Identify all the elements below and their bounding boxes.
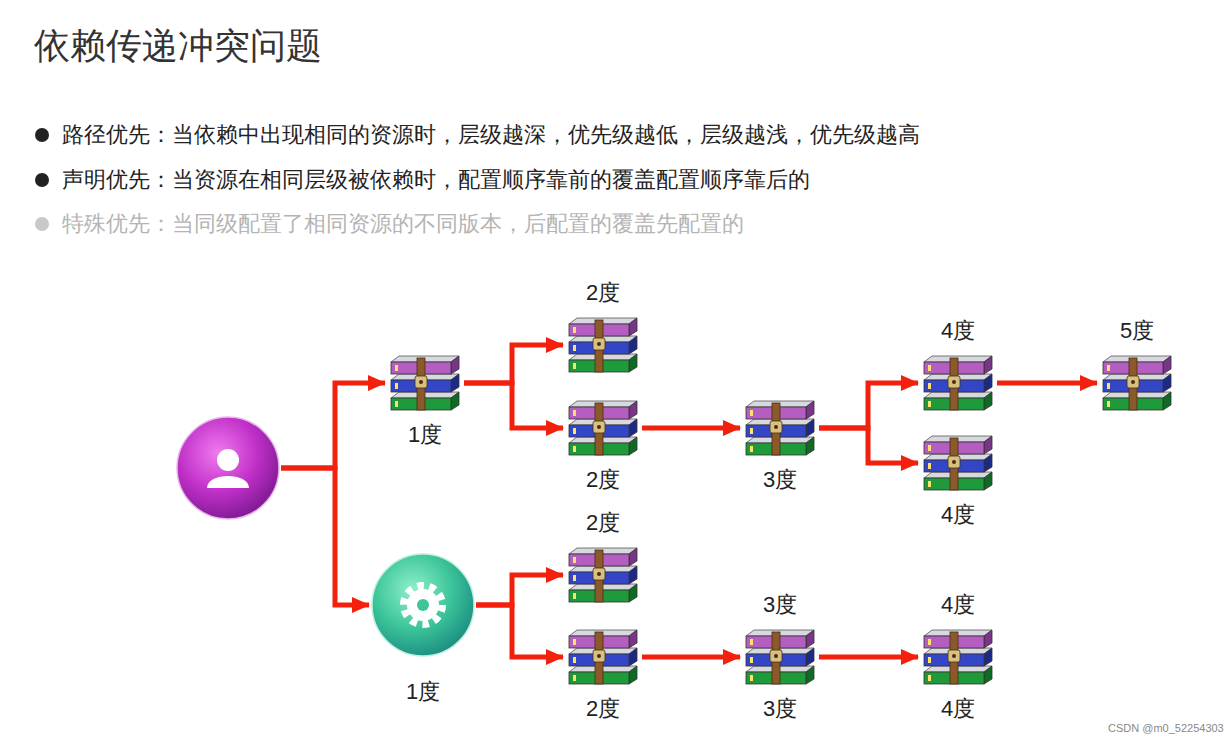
node-icon [1099,352,1175,414]
jar-package: 1度 [387,352,463,414]
jar-package: 2度 [565,314,641,376]
node-icon [565,314,641,376]
bullet-text: 声明优先：当资源在相同层级被依赖时，配置顺序靠前的覆盖配置顺序靠后的 [62,165,810,195]
degree-label: 3度 [763,592,797,617]
degree-label: 4度 [941,318,975,343]
bullet-text: 特殊优先：当同级配置了相同资源的不同版本，后配置的覆盖先配置的 [62,209,744,239]
bullet-dot [35,128,49,142]
degree-label: 1度 [408,422,442,447]
node-icon [742,397,818,459]
dependency-arrow [819,383,918,428]
degree-label: 4度 [941,502,975,527]
jar-package: 4度4度 [920,626,996,688]
node-icon [920,432,996,494]
dependency-arrow [464,383,563,428]
slide-title: 依赖传递冲突问题 [34,22,322,71]
degree-label: 4度 [941,592,975,617]
degree-label: 3度 [763,467,797,492]
jar-package: 2度 [565,626,641,688]
dependency-arrow [476,605,563,657]
dependency-arrow [997,381,1097,386]
dependency-arrow [819,428,918,463]
node-icon [387,352,463,414]
node-icon [565,544,641,606]
watermark: CSDN @m0_52254303 [1108,722,1224,734]
bullet-dot [35,217,49,231]
jar-package: 2度 [565,544,641,606]
dependency-arrow [281,468,369,605]
degree-label: 5度 [1120,318,1154,343]
node-icon [742,626,818,688]
jar-package: 4度 [920,432,996,494]
dependency-arrow [281,383,385,468]
node-icon [176,416,280,520]
project-circle: 1度 [371,553,475,657]
jar-package: 4度 [920,352,996,414]
degree-label: 2度 [586,467,620,492]
degree-label: 3度 [763,696,797,721]
dependency-arrow [464,345,563,383]
jar-package: 3度3度 [742,626,818,688]
dependency-arrow [642,655,740,660]
dependency-arrow [476,575,563,605]
degree-label: 2度 [586,280,620,305]
bullet-dot [35,173,49,187]
node-icon [920,626,996,688]
degree-label: 4度 [941,696,975,721]
user-circle [176,416,280,520]
node-icon [565,397,641,459]
node-icon [565,626,641,688]
node-icon [920,352,996,414]
dependency-arrow [819,655,918,660]
jar-package: 3度 [742,397,818,459]
degree-label: 2度 [586,696,620,721]
degree-label: 2度 [586,510,620,535]
jar-package: 2度 [565,397,641,459]
degree-label: 1度 [406,679,440,704]
jar-package: 5度 [1099,352,1175,414]
bullet-text: 路径优先：当依赖中出现相同的资源时，层级越深，优先级越低，层级越浅，优先级越高 [62,120,920,150]
node-icon [371,553,475,657]
dependency-arrow [642,426,740,431]
